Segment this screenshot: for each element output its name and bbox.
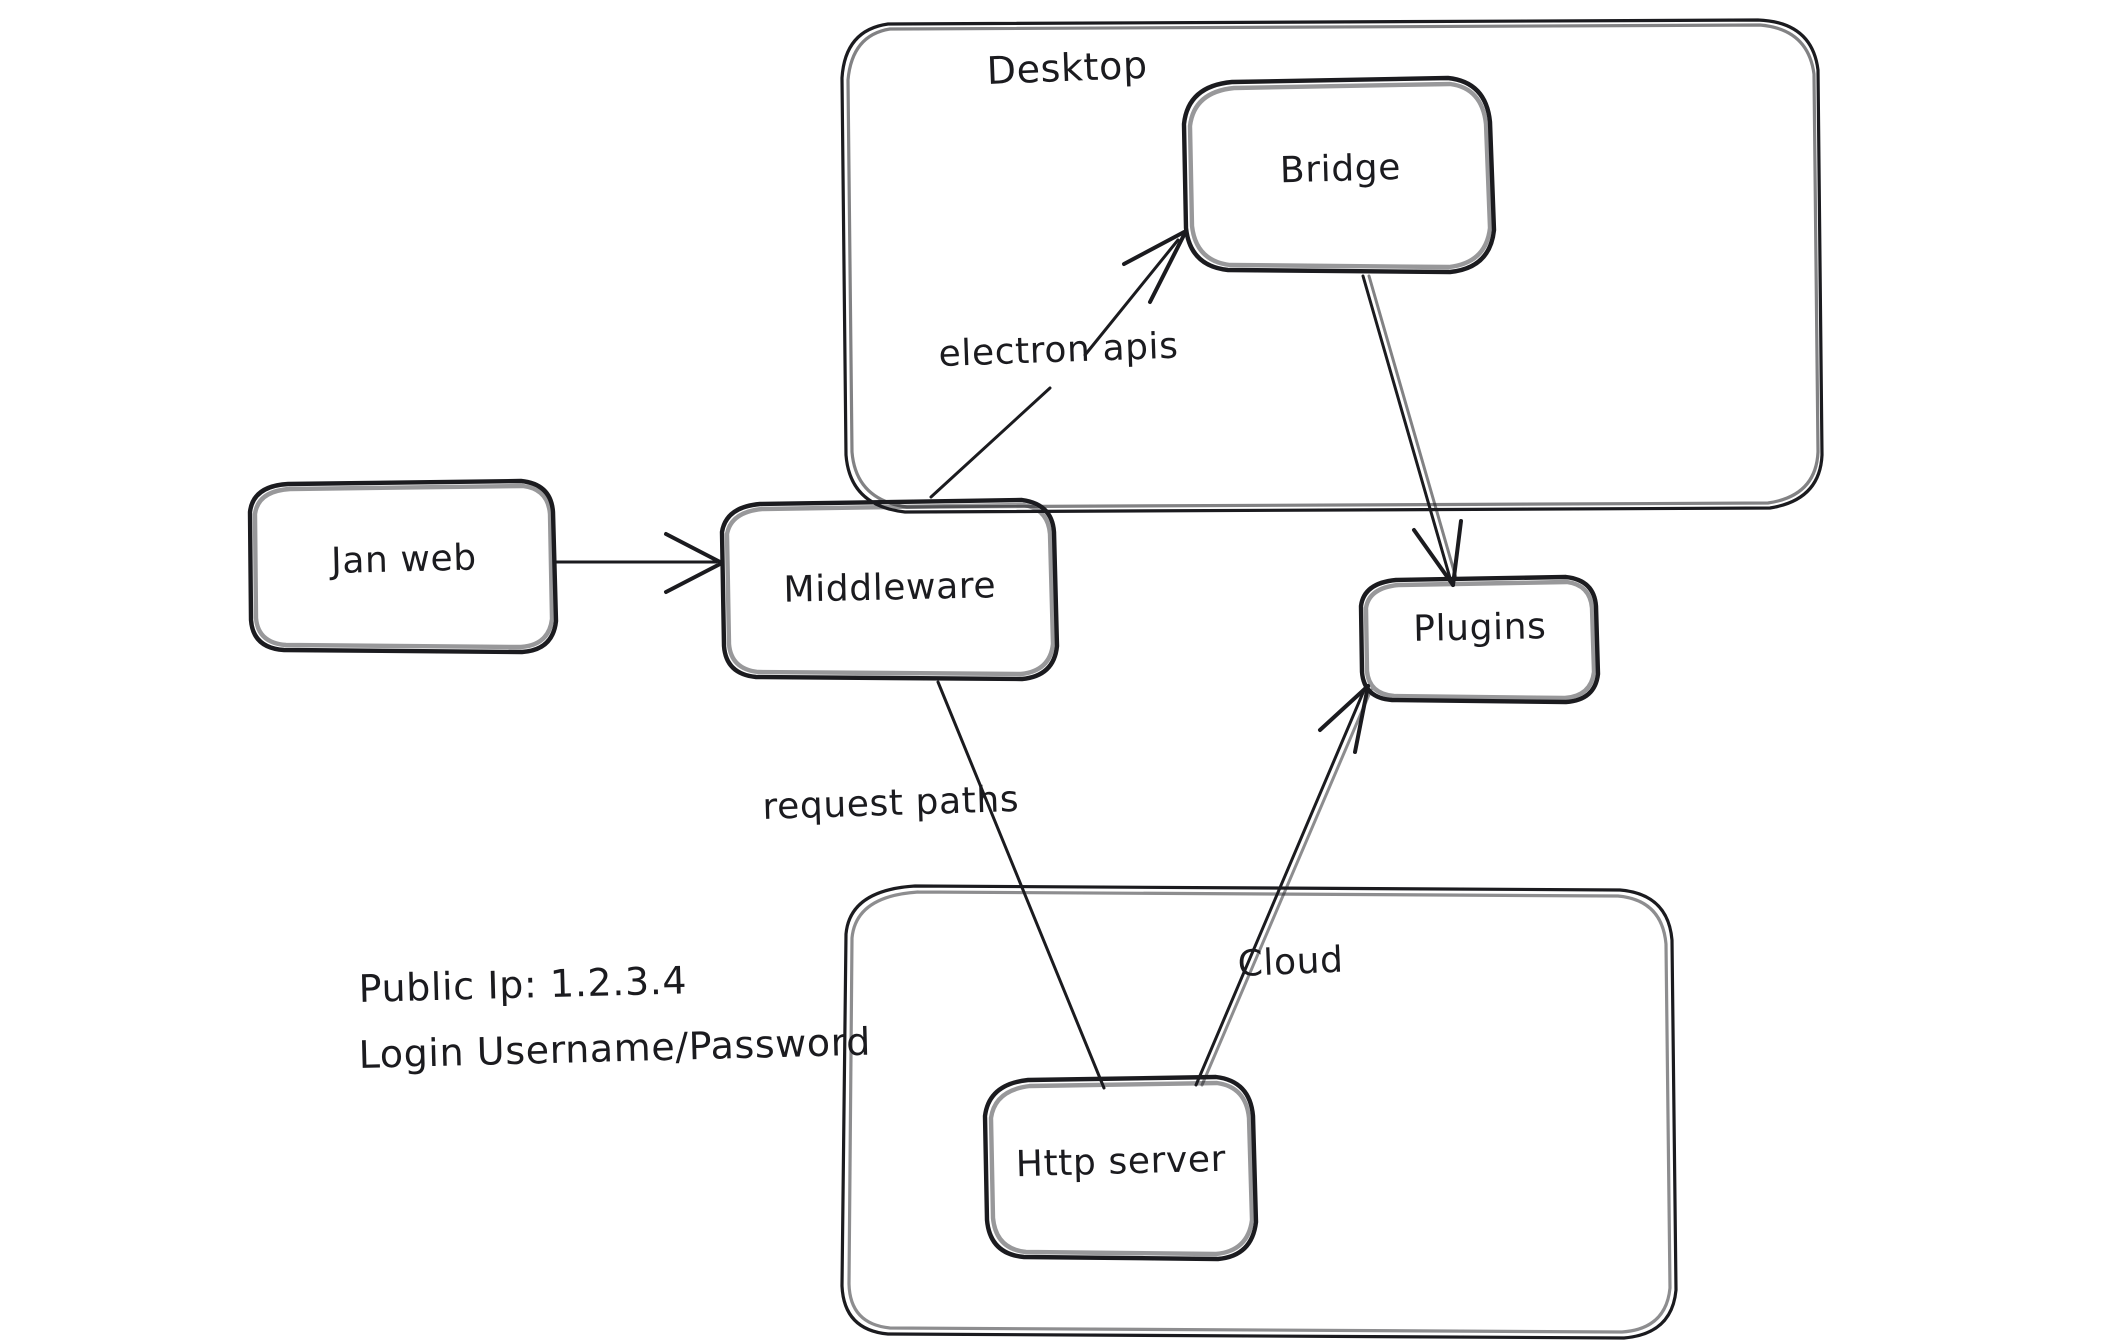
node-label-middleware: Middleware [783, 565, 997, 611]
node-plugins[interactable] [1358, 574, 1601, 705]
container-label-desktop: Desktop [985, 42, 1149, 93]
edge-label-request-paths: request paths [761, 778, 1020, 828]
container-desktop[interactable] [840, 18, 1824, 514]
container-cloud-group[interactable] [840, 884, 1678, 1340]
node-label-plugins: Plugins [1412, 606, 1547, 650]
edge-jan-web-to-middleware [554, 532, 724, 594]
node-middleware[interactable] [719, 497, 1060, 682]
node-label-http-server: Http server [1015, 1138, 1227, 1186]
edge-label-cloud: Cloud [1236, 939, 1345, 985]
node-label-jan-web: Jan web [330, 537, 478, 583]
node-bridge[interactable] [1181, 75, 1497, 275]
edge-middleware-to-bridge [929, 229, 1188, 499]
edge-bridge-to-plugins [1361, 274, 1463, 587]
note-credentials: Public Ip: 1.2.3.4 Login Username/Passwo… [358, 958, 871, 1077]
edge-http-server-to-plugins [1194, 684, 1373, 1087]
edge-label-electron-apis: electron apis [937, 325, 1180, 375]
node-jan-web[interactable] [247, 478, 559, 655]
edge-middleware-to-http-server [936, 680, 1106, 1090]
node-http-server[interactable] [982, 1074, 1259, 1262]
